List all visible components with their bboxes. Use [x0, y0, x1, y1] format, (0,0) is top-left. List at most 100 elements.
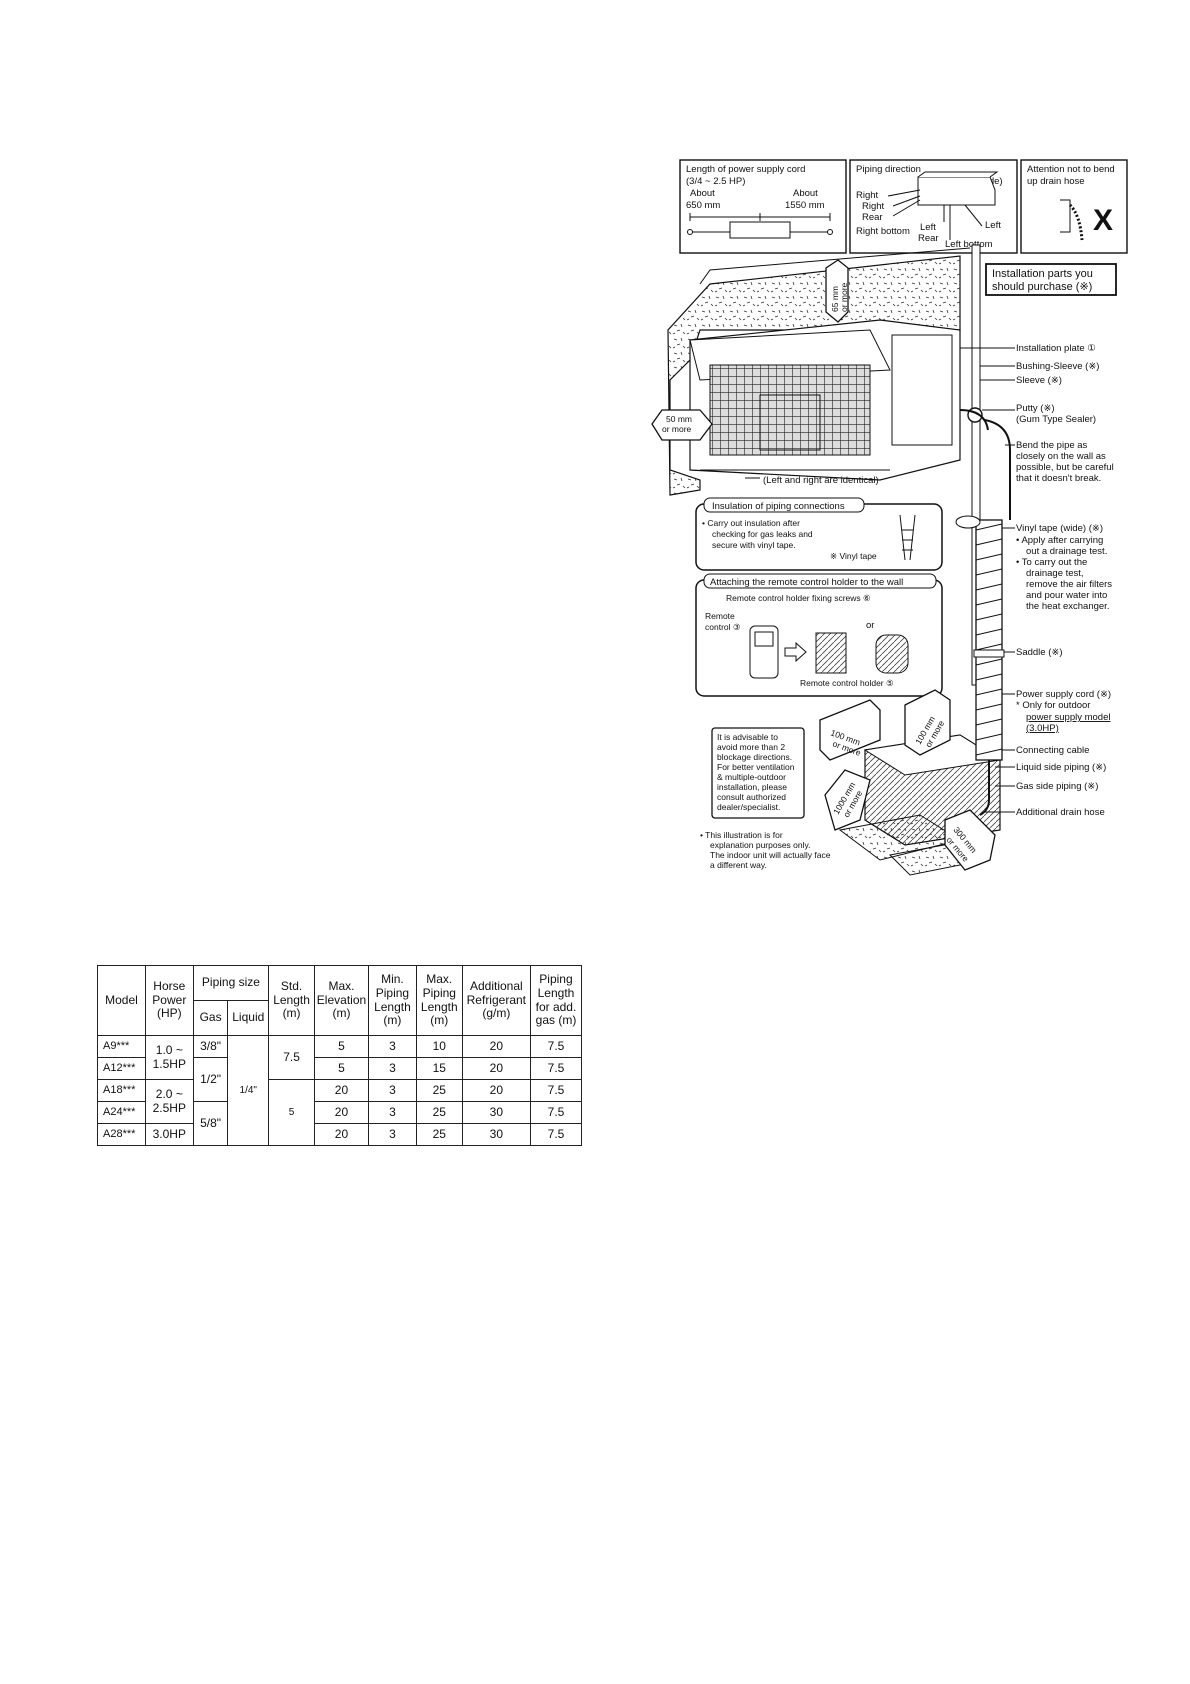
vinyl-callout-3: out a drainage test.	[1026, 546, 1107, 557]
header-std-line-2: Length	[273, 992, 310, 1007]
table-row: A24*** 5/8" 20 3 25 30 7.5	[97, 1101, 583, 1146]
outdoor-unit-illustration	[838, 734, 1002, 876]
header-max-piping: Max. Piping Length (m)	[415, 965, 463, 1036]
power-cord-callout-4: (3.0HP)	[1026, 723, 1059, 734]
max-piping-cell: 10	[415, 1035, 463, 1058]
side-clearance-arrow: 50 mm or more	[651, 409, 713, 441]
or-label: or	[866, 620, 874, 631]
right-rear-label-1: Right	[862, 201, 885, 212]
piping-spec-table: Model Horse Power (HP) Piping size Std. …	[97, 965, 583, 1146]
power-cord-title: Length of power supply cord	[686, 164, 805, 175]
gas-cell: 3/8"	[192, 1035, 229, 1058]
power-cord-callout-2: * Only for outdoor	[1016, 700, 1090, 711]
side-clearance-text-1: 50 mm	[666, 414, 692, 424]
header-add-line-2: Refrigerant	[466, 992, 527, 1007]
length-cell: 7.5	[529, 1123, 583, 1146]
max-piping-cell: 15	[415, 1057, 463, 1080]
installation-plate-callout: Installation plate ①	[1016, 343, 1096, 354]
hp-line: 1.5HP	[152, 1056, 186, 1071]
remote-holder-title: Attaching the remote control holder to t…	[710, 577, 903, 588]
header-minp-line-2: Piping	[375, 985, 410, 1000]
right-about-label: About	[793, 188, 818, 199]
pipe-bundle	[955, 419, 1011, 816]
header-pl-line-3: for add.	[535, 999, 577, 1014]
clearance-1000-arrow: 1000 mm or more	[824, 769, 871, 831]
min-piping-cell: 3	[367, 1035, 417, 1058]
vinyl-callout-5: drainage test,	[1026, 568, 1084, 579]
clearance-100-left-arrow: 100 mm or more	[819, 699, 881, 761]
elevation-cell: 5	[313, 1035, 369, 1058]
power-cord-subtitle: (3/4 ~ 2.5 HP)	[686, 176, 745, 187]
hp-cell: 2.0 ~ 2.5HP	[144, 1079, 194, 1124]
insulation-bullet-1: • Carry out insulation after	[702, 518, 800, 528]
header-piping-length-add-gas: Piping Length for add. gas (m)	[529, 965, 583, 1036]
top-clearance-arrow: 65 mm or more	[825, 259, 849, 323]
model-cell: A24***	[97, 1101, 146, 1124]
sleeve-callout: Sleeve (※)	[1016, 375, 1062, 386]
remote-holder-box: Attaching the remote control holder to t…	[695, 573, 943, 697]
additional-cell: 30	[461, 1123, 531, 1146]
top-clearance-text-2: or more	[839, 282, 849, 312]
length-cell: 7.5	[529, 1101, 583, 1124]
putty-callout-2: (Gum Type Sealer)	[1016, 414, 1096, 425]
header-add-line-1: Additional	[469, 978, 523, 993]
note-line: • This illustration is for	[700, 830, 783, 840]
advisory-line: It is advisable to	[717, 732, 778, 742]
header-hp-line-1: Horse	[153, 978, 186, 993]
length-cell: 7.5	[529, 1079, 583, 1102]
piping-direction-box: Piping direction (Front side) Right Righ…	[849, 159, 1018, 254]
header-maxp-line-2: Piping	[422, 985, 456, 1000]
insulation-box: Insulation of piping connections • Carry…	[695, 497, 943, 571]
advisory-box: It is advisable to avoid more than 2 blo…	[711, 727, 805, 819]
bend-callout-4: that it doesn't break.	[1016, 473, 1101, 484]
side-clearance-text-2: or more	[662, 424, 692, 434]
header-add-line-3: (g/m)	[482, 1006, 511, 1021]
drain-hose-callout: Additional drain hose	[1016, 807, 1105, 818]
right-rear-label-2: Rear	[862, 212, 883, 223]
advisory-line: avoid more than 2	[717, 742, 785, 752]
power-cord-length-box: Length of power supply cord (3/4 ~ 2.5 H…	[679, 159, 847, 254]
hp-line: 2.0 ~	[155, 1086, 183, 1101]
vinyl-callout-7: and pour water into	[1026, 590, 1107, 601]
illustration-note: • This illustration is for explanation p…	[700, 830, 831, 870]
header-pl-line-4: gas (m)	[535, 1013, 577, 1028]
bend-callout-3: possible, but be careful	[1016, 462, 1114, 473]
header-maxp-line-4: (m)	[430, 1013, 449, 1028]
header-elev-line-3: (m)	[332, 1006, 351, 1021]
table-header-row: Model Horse Power (HP) Piping size Std. …	[97, 965, 583, 1036]
bend-callout-2: closely on the wall as	[1016, 451, 1106, 462]
remote-label-1: Remote	[705, 611, 735, 621]
max-piping-cell: 25	[415, 1123, 463, 1146]
bushing-sleeve-callout: Bushing-Sleeve (※)	[1016, 361, 1099, 372]
gas-cell: 5/8"	[192, 1101, 229, 1146]
note-line: The indoor unit will actually face	[710, 850, 831, 860]
clearance-100-right-arrow: 100 mm or more	[904, 689, 951, 756]
insulation-bullet-3: secure with vinyl tape.	[712, 540, 796, 550]
hp-line: 1.0 ~	[155, 1042, 183, 1057]
vinyl-callout-8: the heat exchanger.	[1026, 601, 1109, 612]
bend-callout-1: Bend the pipe as	[1016, 440, 1088, 451]
header-std-line-1: Std.	[280, 978, 303, 993]
vinyl-callout-6: remove the air filters	[1026, 579, 1112, 590]
vinyl-callout-4: • To carry out the	[1016, 557, 1087, 568]
callouts: Installation plate ① Bushing-Sleeve (※) …	[960, 343, 1114, 818]
model-cell: A28***	[97, 1123, 146, 1146]
header-min-piping: Min. Piping Length (m)	[367, 965, 417, 1036]
left-about-label: About	[690, 188, 715, 199]
std-length-cell: 7.5	[268, 1035, 315, 1080]
header-minp-line-4: (m)	[383, 1013, 402, 1028]
header-elev-line-2: Elevation	[316, 992, 367, 1007]
power-cord-callout-1: Power supply cord (※)	[1016, 689, 1111, 700]
left-length-label: 650 mm	[686, 200, 720, 211]
purchase-note-box: Installation parts you should purchase (…	[985, 263, 1117, 296]
attention-line-2: up drain hose	[1027, 176, 1085, 187]
left-bottom-label: Left bottom	[945, 239, 993, 250]
table-row: A9*** 1.0 ~ 1.5HP 3/8" 1/4" 7.5 5 3 10 2…	[97, 1035, 583, 1146]
wall-illustration	[667, 244, 989, 686]
additional-cell: 30	[461, 1101, 531, 1124]
advisory-line: For better ventilation	[717, 762, 795, 772]
elevation-cell: 5	[313, 1057, 369, 1080]
liquid-piping-callout: Liquid side piping (※)	[1016, 762, 1106, 773]
advisory-line: installation, please	[717, 782, 787, 792]
